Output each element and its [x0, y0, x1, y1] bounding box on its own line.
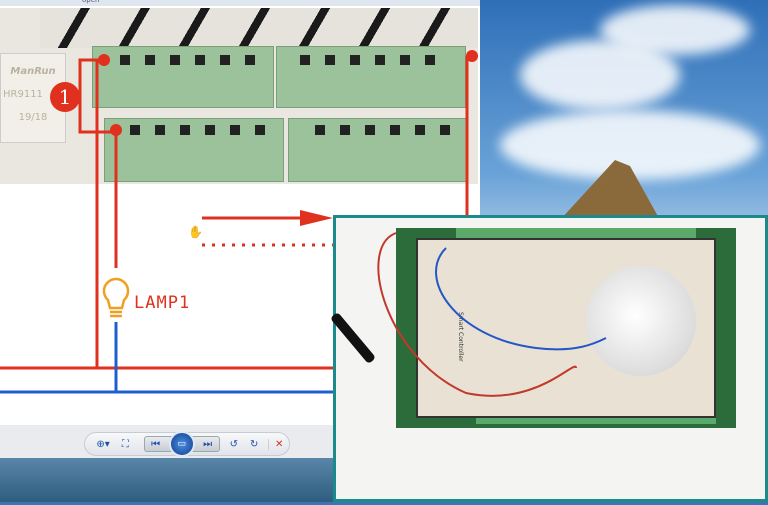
lamp-dome: [586, 266, 696, 376]
controller-photo: Smart Controller: [329, 215, 768, 502]
actual-size-icon[interactable]: ⛶: [121, 438, 129, 450]
delete-button[interactable]: ✕: [268, 438, 289, 450]
next-button[interactable]: ⏭: [203, 438, 213, 450]
hand-cursor-icon: ✋: [188, 225, 203, 239]
callout-badge: 1: [50, 82, 80, 112]
rotate-cw-button[interactable]: ↻: [250, 438, 259, 450]
lightbulb-icon: [102, 277, 130, 318]
wiring-diagram: ✋: [0, 50, 478, 394]
module-brand: ManRun: [10, 66, 56, 77]
navigation-group: ⏮ ▭ ⏭: [143, 431, 220, 457]
control-bar: ⊕▾ ⛶ ⏮ ▭ ⏭ ↺ ↻ ✕: [84, 431, 290, 457]
zoom-icon[interactable]: ⊕▾: [96, 438, 110, 450]
wallpaper-strip: [0, 458, 333, 502]
rotate-ccw-button[interactable]: ↺: [229, 438, 238, 450]
module-date: 19/18: [18, 112, 48, 123]
lamp-label: LAMP1: [134, 293, 191, 313]
title-bar: open: [0, 0, 480, 6]
module-model: HR9111: [3, 89, 43, 100]
title-text: open: [82, 0, 100, 4]
slideshow-button[interactable]: ▭: [168, 431, 195, 457]
previous-button[interactable]: ⏮: [151, 438, 161, 450]
